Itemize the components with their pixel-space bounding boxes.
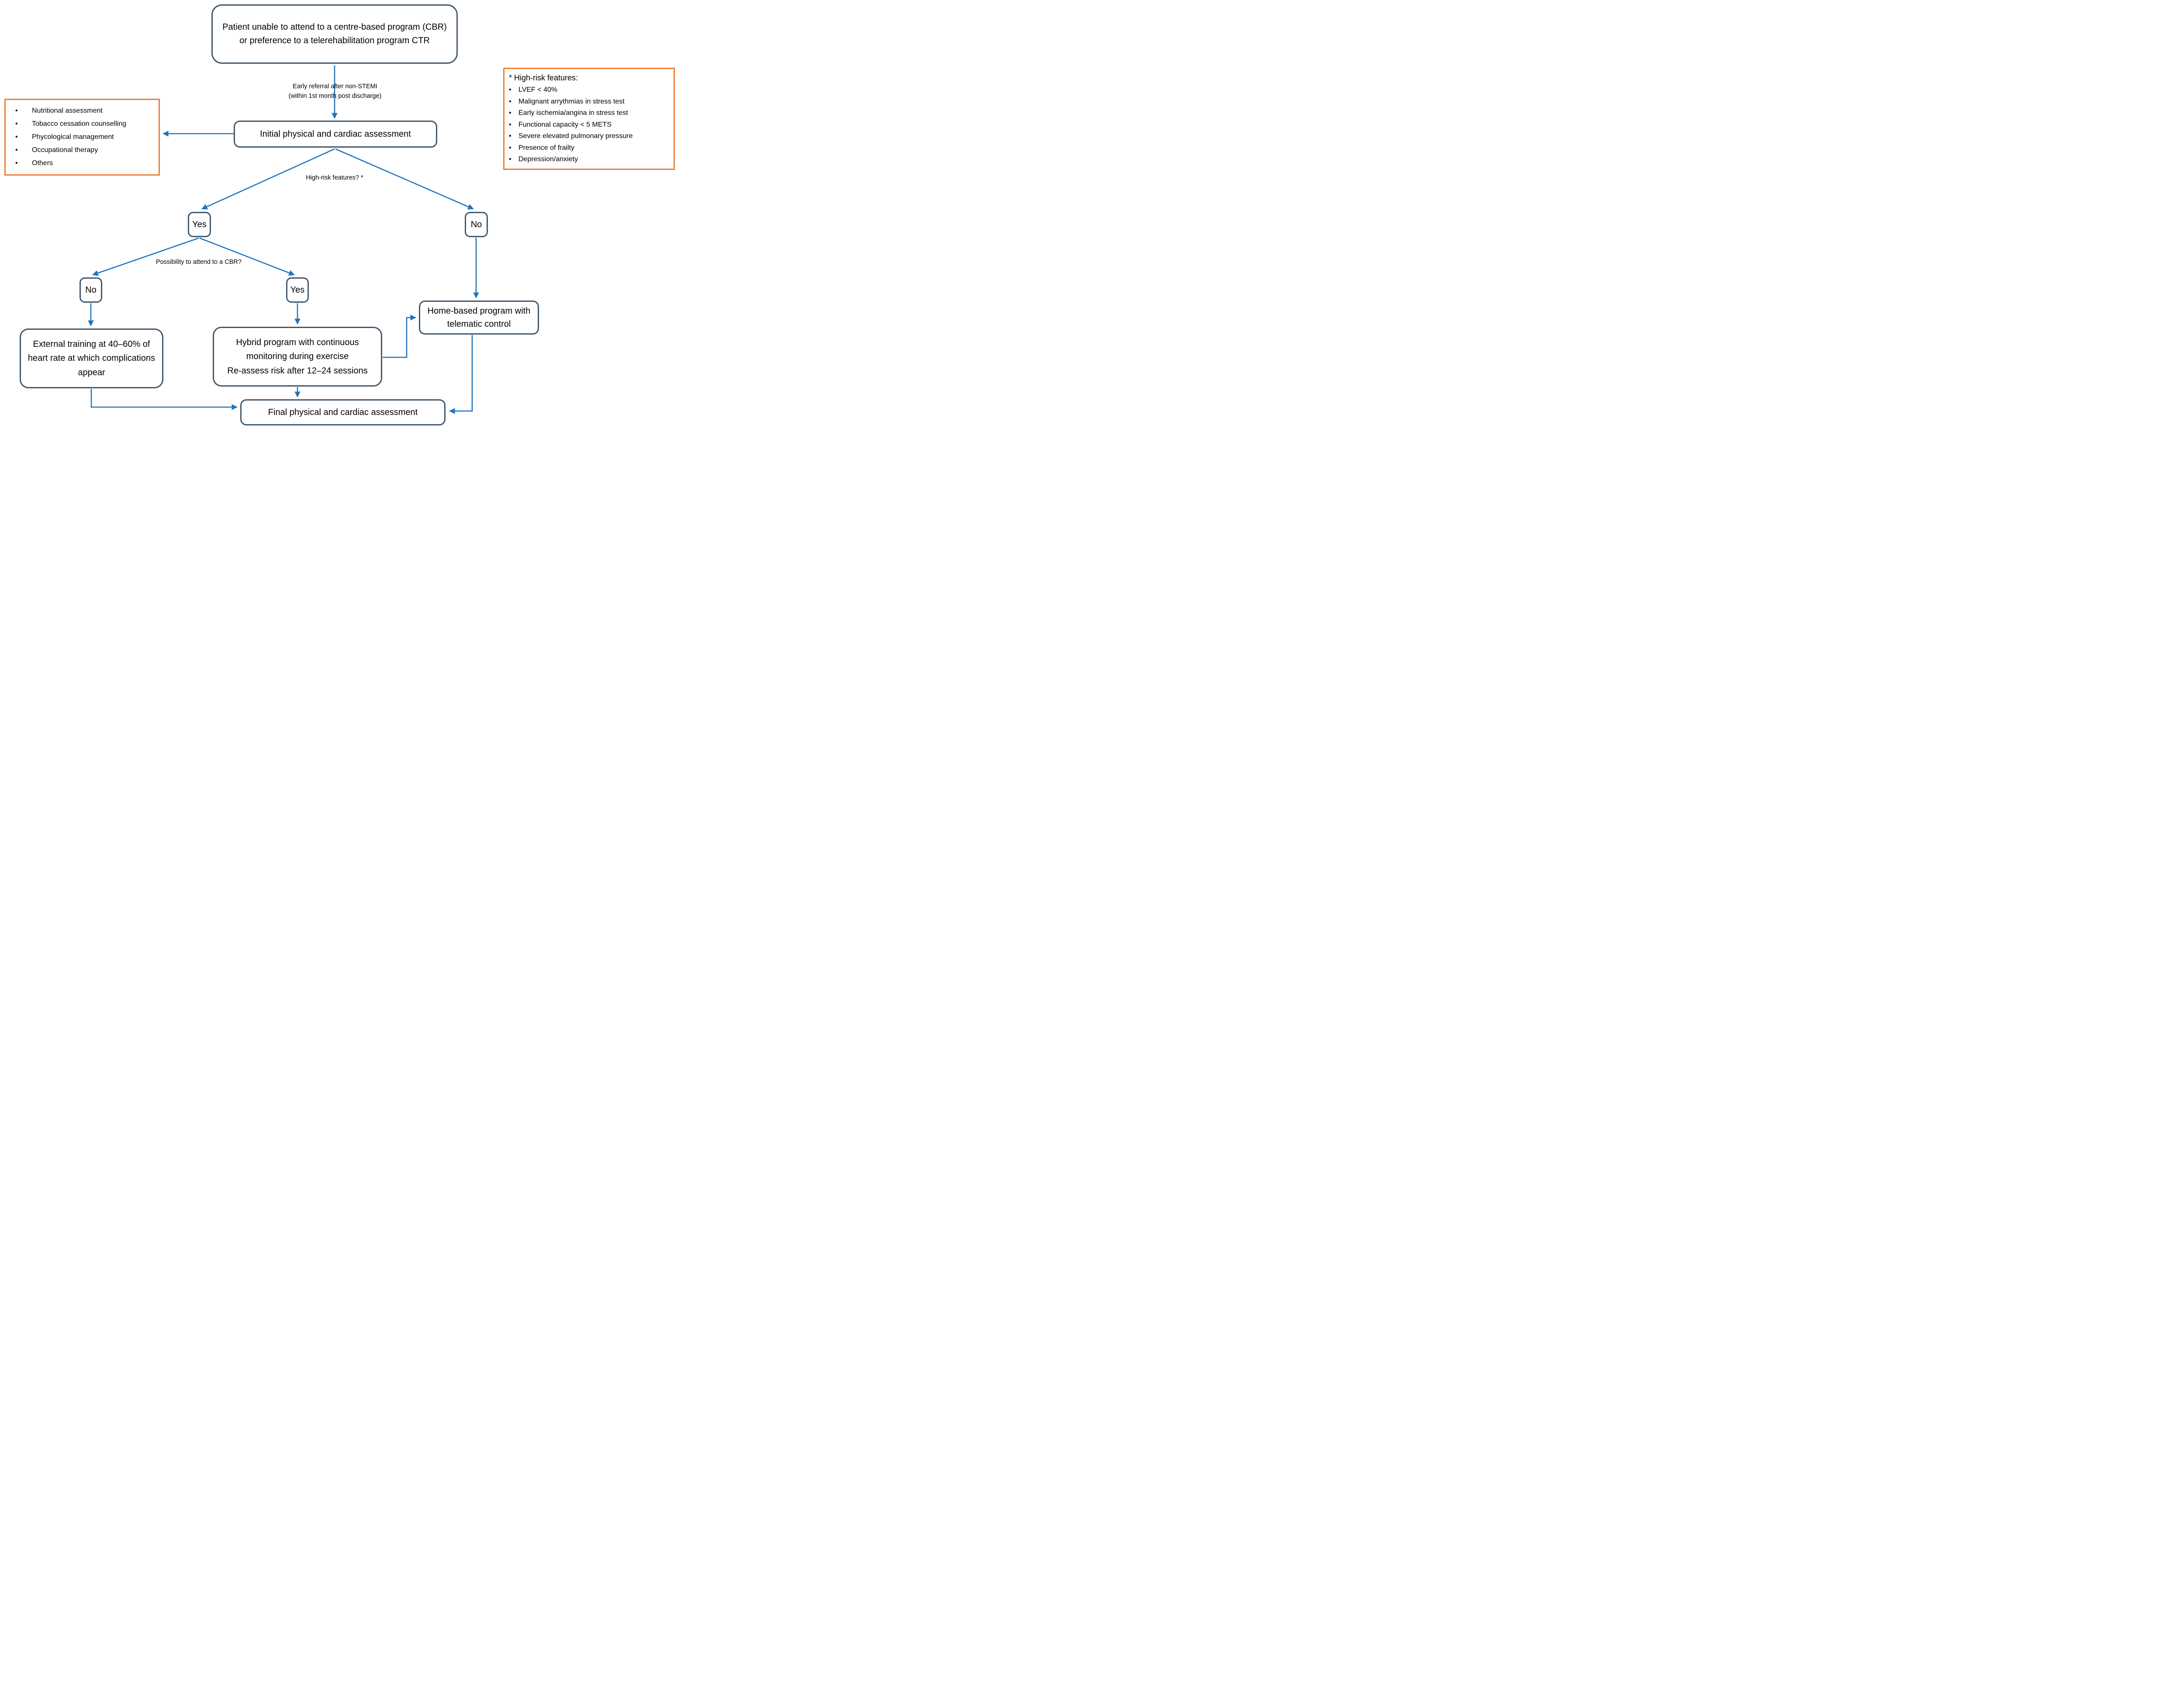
node-external-training: External training at 40–60% of heart rat…	[20, 328, 163, 388]
edge-yes-high-risk-to-yes-cbr	[199, 237, 295, 276]
list-item: Presence of frailty	[507, 142, 671, 154]
list-item: Early ischemia/angina in stress test	[507, 107, 671, 119]
list-item: Severe elevated pulmonary pressure	[507, 131, 671, 142]
high-risk-features-title: * High-risk features:	[509, 73, 578, 82]
list-item: Phycological management	[8, 131, 156, 144]
node-no-high-risk: No	[465, 212, 488, 237]
node-start-text: Patient unable to attend to a centre-bas…	[222, 22, 447, 45]
node-hybrid-program-line2: Re-assess risk after 12–24 sessions	[227, 366, 368, 376]
node-hybrid-program-line1: Hybrid program with continuous monitorin…	[236, 337, 359, 362]
high-risk-features-panel: * High-risk features: LVEF < 40%Malignan…	[503, 68, 675, 170]
list-item: Others	[8, 157, 156, 170]
label-high-risk-question: High-risk features? *	[271, 173, 398, 183]
list-item: LVEF < 40%	[507, 84, 671, 96]
edge-external-to-final	[90, 389, 238, 410]
node-no-cbr: No	[79, 277, 102, 303]
label-early-referral-line2: (within 1st month post discharge)	[288, 92, 382, 100]
edge-hybrid-to-home	[383, 315, 417, 358]
node-external-training-text: External training at 40–60% of heart rat…	[28, 339, 156, 377]
list-item: Tobacco cessation counselling	[8, 118, 156, 131]
list-item: Functional capacity < 5 METS	[507, 119, 671, 131]
node-home-program-text: Home-based program with telematic contro…	[427, 306, 531, 329]
node-initial-assessment: Initial physical and cardiac assessment	[234, 121, 437, 148]
label-high-risk-question-text: High-risk features? *	[306, 174, 363, 181]
services-panel: Nutritional assessmentTobacco cessation …	[4, 99, 160, 176]
label-early-referral-line1: Early referral after non-STEMI	[293, 83, 377, 90]
list-item: Malignant arrythmias in stress test	[507, 96, 671, 108]
node-yes-cbr-text: Yes	[290, 285, 305, 295]
node-no-cbr-text: No	[85, 285, 97, 295]
node-yes-cbr: Yes	[286, 277, 309, 303]
edge-home-to-final	[449, 335, 473, 414]
edge-yes-high-risk-to-no-cbr	[92, 237, 199, 276]
flowchart-canvas: Patient unable to attend to a centre-bas…	[0, 0, 675, 430]
list-item: Depression/anxiety	[507, 154, 671, 166]
label-early-referral: Early referral after non-STEMI (within 1…	[248, 82, 422, 101]
list-item: Occupational therapy	[8, 144, 156, 157]
list-item: Nutritional assessment	[8, 104, 156, 118]
node-final-assessment: Final physical and cardiac assessment	[240, 399, 446, 425]
label-cbr-question: Possibility to attend to a CBR?	[133, 258, 264, 267]
node-yes-high-risk: Yes	[188, 212, 211, 237]
node-yes-high-risk-text: Yes	[192, 219, 207, 229]
services-list: Nutritional assessmentTobacco cessation …	[8, 104, 156, 170]
node-final-assessment-text: Final physical and cardiac assessment	[268, 407, 418, 417]
node-initial-assessment-text: Initial physical and cardiac assessment	[260, 129, 411, 139]
node-no-high-risk-text: No	[470, 219, 482, 229]
node-hybrid-program: Hybrid program with continuous monitorin…	[213, 327, 382, 387]
high-risk-features-list: LVEF < 40%Malignant arrythmias in stress…	[507, 84, 671, 166]
label-cbr-question-text: Possibility to attend to a CBR?	[156, 259, 242, 266]
node-start: Patient unable to attend to a centre-bas…	[211, 4, 458, 64]
node-home-program: Home-based program with telematic contro…	[419, 301, 539, 335]
